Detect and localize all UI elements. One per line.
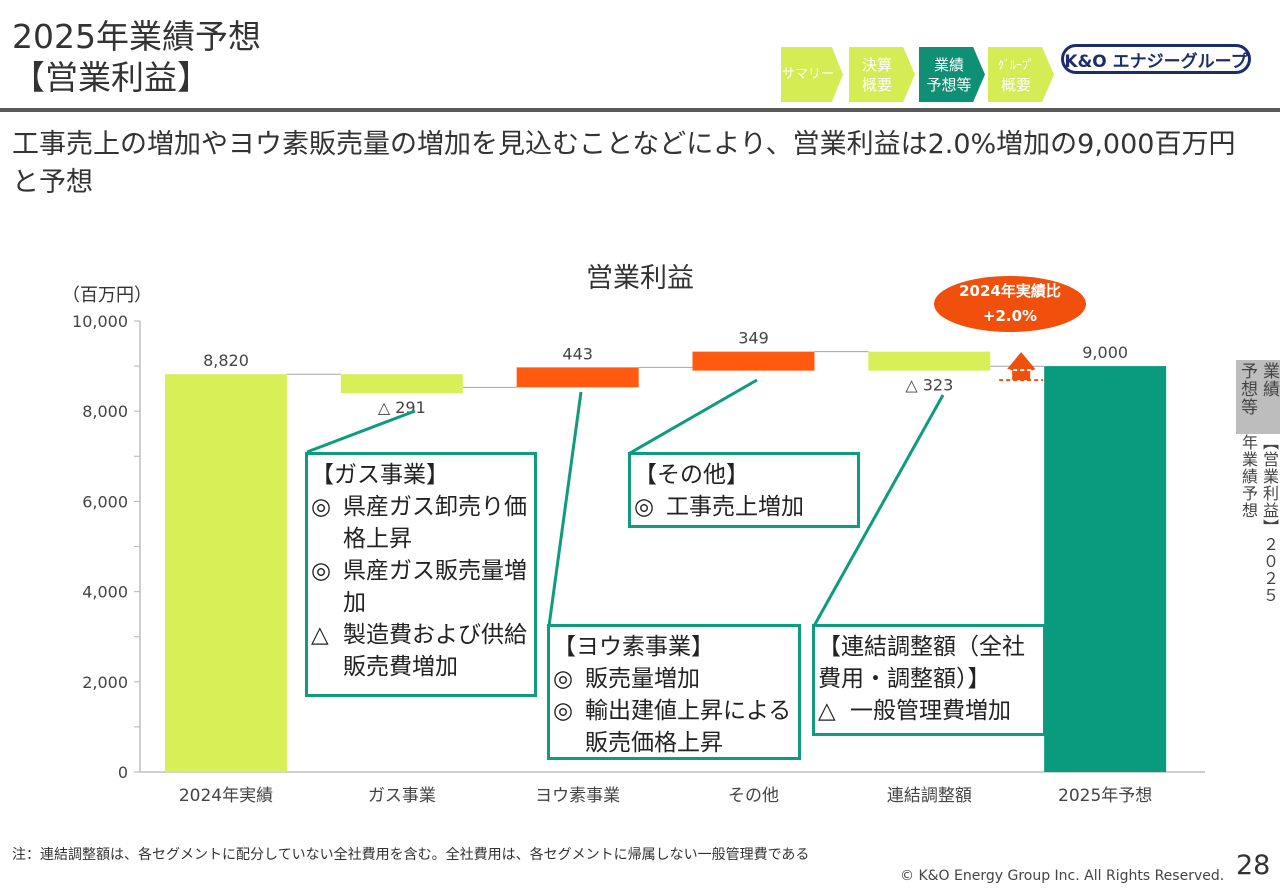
nav-tab-forecast-label-1: 業績 xyxy=(933,55,964,74)
y-tick-label: 0 xyxy=(118,763,128,782)
side-tab-subtitle: 【営業利益】２０２５年業績予想 xyxy=(1239,434,1279,604)
side-tab-label-2: 予想等 xyxy=(1237,362,1257,416)
callout-gas-sym-3: △ xyxy=(311,622,329,648)
callout-gas-sym-2: ◎ xyxy=(311,558,332,584)
x-category-label: 2024年実績 xyxy=(179,786,273,806)
copyright: © K&O Energy Group Inc. All Rights Reser… xyxy=(900,868,1225,884)
callout-other-sym-1: ◎ xyxy=(634,494,655,520)
callout-gas-business: 【ガス事業】 ◎ 県産ガス卸売り価格上昇 ◎ 県産ガス販売量増加 △ 製造費および供給… xyxy=(305,452,537,697)
callout-gas-item-1: 県産ガス卸売り価格上昇 xyxy=(343,494,527,552)
data-label: 9,000 xyxy=(1082,343,1128,362)
data-label: 443 xyxy=(562,344,593,363)
x-category-label: 連結調整額 xyxy=(887,786,972,806)
title-divider xyxy=(0,108,1280,112)
bar-end-total xyxy=(1044,366,1167,772)
chart-title: 営業利益 xyxy=(586,263,694,294)
nav-tab-forecast[interactable]: 業績予想等 xyxy=(919,47,985,102)
page-number: 28 xyxy=(1236,850,1271,881)
x-category-label: ヨウ素事業 xyxy=(535,786,620,806)
waterfall-chart: 営業利益 （百万円） 0 2,000 4,000 6,000 8,000 10,000 8,82… xyxy=(62,263,1205,806)
x-category-label: 2025年予想 xyxy=(1058,786,1152,806)
growth-arrow-head xyxy=(1006,352,1037,371)
x-category-label: ガス事業 xyxy=(368,786,436,806)
side-tab-label-1: 業績 xyxy=(1259,362,1279,398)
callout-leader-iodine xyxy=(547,391,583,627)
nav-tab-group-overview[interactable]: ｸﾞﾙｰﾌﾟ 概要 xyxy=(988,47,1054,102)
y-tick-label: 4,000 xyxy=(82,583,128,602)
callout-leader-adjust xyxy=(812,394,945,627)
nav-tab-forecast-label-2: 予想等 xyxy=(926,75,972,94)
data-label: △ 323 xyxy=(905,376,953,395)
nav-tab-results-label-1: 決算 xyxy=(861,55,892,74)
growth-badge xyxy=(934,276,1086,332)
nav-tab-group-label-1: ｸﾞﾙｰﾌﾟ xyxy=(997,57,1034,72)
y-tick-label: 2,000 xyxy=(82,673,128,692)
bar-increase xyxy=(516,367,639,388)
y-tick-label: 8,000 xyxy=(82,402,128,421)
nav-tab-group-label-2: 概要 xyxy=(1000,75,1031,94)
data-label: 349 xyxy=(738,329,769,348)
footnote: 注：連結調整額は、各セグメントに配分していない全社費用を含む。全社費用は、各セグ… xyxy=(12,847,810,863)
page-title: 2025年業績予想 【営業利益】 xyxy=(12,17,261,97)
callout-gas-sym-1: ◎ xyxy=(311,494,332,520)
callout-consolidation-adjustment: 【連結調整額（全社費用・調整額）】 △ 一般管理費増加 xyxy=(812,624,1046,736)
callout-gas-item-2: 県産ガス販売量増加 xyxy=(343,558,527,616)
callout-adjust-sym-1: △ xyxy=(818,698,836,724)
bar-increase xyxy=(692,351,815,371)
callout-iodine-item-1: 販売量増加 xyxy=(585,666,700,692)
bar-decrease xyxy=(868,351,991,371)
side-section-tab xyxy=(1236,360,1280,434)
headline: 工事売上の増加やヨウ素販売量の増加を見込むことなどにより、営業利益は2.0%増加… xyxy=(12,129,1236,198)
callout-leader-gas xyxy=(306,409,416,454)
data-label: △ 291 xyxy=(378,398,426,417)
callout-iodine-sym-1: ◎ xyxy=(553,666,574,692)
y-tick-label: 10,000 xyxy=(72,312,128,331)
growth-badge-line2: +2.0% xyxy=(983,307,1037,325)
callout-adjust-heading: 【連結調整額（全社費用・調整額）】 xyxy=(818,634,1025,692)
callout-iodine-item-2: 輸出建値上昇による販売価格上昇 xyxy=(585,698,792,756)
callout-other-heading: 【その他】 xyxy=(634,462,749,488)
callout-other-item-1: 工事売上増加 xyxy=(666,494,804,520)
callout-iodine-sym-2: ◎ xyxy=(553,698,574,724)
company-logo: K&O エナジーグループ xyxy=(1061,44,1251,74)
y-tick-label: 6,000 xyxy=(82,492,128,511)
x-category-label: その他 xyxy=(728,786,779,806)
callout-leader-other xyxy=(629,378,758,455)
growth-badge-line1: 2024年実績比 xyxy=(959,282,1061,300)
nav-tab-results[interactable]: 決算概要 xyxy=(849,47,915,102)
callout-iodine-heading: 【ヨウ素事業】 xyxy=(553,634,714,660)
bar-decrease xyxy=(340,374,463,394)
callout-gas-heading: 【ガス事業】 xyxy=(311,462,449,488)
nav-tab-summary[interactable]: サマリー xyxy=(781,47,843,102)
callout-gas-item-3: 製造費および供給販売費増加 xyxy=(343,622,527,680)
callout-iodine-business: 【ヨウ素事業】 ◎ 販売量増加 ◎ 輸出建値上昇による販売価格上昇 xyxy=(547,624,801,760)
data-label: 8,820 xyxy=(203,351,249,370)
nav-tab-summary-label: サマリー xyxy=(781,66,834,82)
nav-tab-results-label-2: 概要 xyxy=(861,75,892,94)
callout-adjust-item-1: 一般管理費増加 xyxy=(850,698,1011,724)
callout-other: 【その他】 ◎ 工事売上増加 xyxy=(628,452,860,528)
y-axis-unit-label: （百万円） xyxy=(62,285,152,306)
bar-start-total xyxy=(165,374,287,772)
growth-arrow-stem xyxy=(1012,370,1031,381)
